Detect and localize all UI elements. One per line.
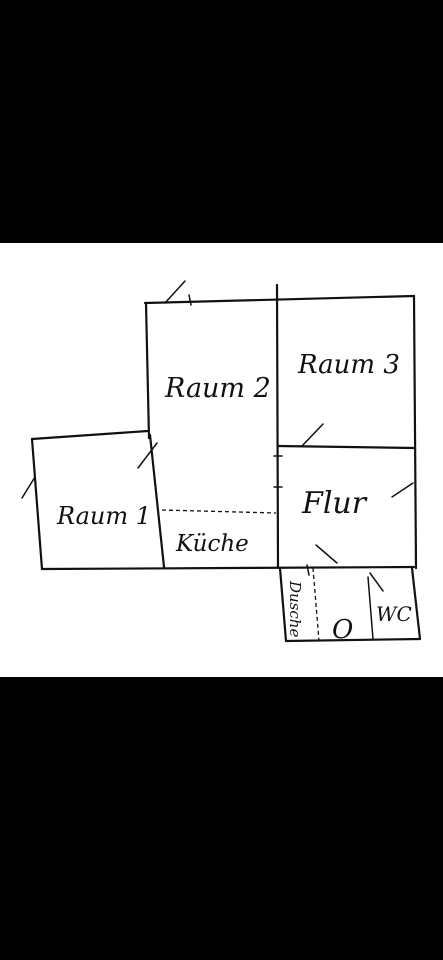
bath-bottom-wall — [284, 637, 422, 643]
tick-dusche — [306, 564, 310, 576]
dusche-divider — [312, 567, 320, 642]
label-raum3: Raum 3 — [297, 350, 400, 380]
bath-left-wall — [278, 566, 288, 643]
label-flur: Flur — [301, 486, 368, 521]
label-dusche: Dusche — [286, 580, 304, 637]
label-raum2: Raum 2 — [164, 373, 271, 404]
raum1-raum2-wall — [148, 433, 166, 569]
door-mark-left — [21, 476, 36, 499]
door-mark-right — [391, 482, 414, 498]
door-mark-raum3 — [301, 423, 324, 447]
floorplan-sheet: Raum 1 Raum 2 Raum 3 Flur Küche Dusche O… — [0, 243, 443, 677]
label-kueche: Küche — [175, 531, 249, 557]
top-wall — [143, 294, 416, 305]
label-wc: WC — [376, 602, 412, 626]
label-circle: O — [332, 615, 353, 645]
raum3-flur-wall — [276, 444, 416, 450]
tick-top — [188, 294, 192, 306]
top-black-bar — [0, 0, 443, 243]
raum2-left-wall — [144, 301, 151, 440]
door-mark-flur — [315, 544, 338, 564]
bottom-wall — [40, 565, 416, 571]
center-wall — [275, 283, 280, 570]
raum1-top-wall — [30, 429, 150, 441]
door-mark-top — [164, 280, 186, 304]
door-mark-raum1 — [137, 442, 158, 469]
floorplan-drawing: Raum 1 Raum 2 Raum 3 Flur Küche Dusche O… — [21, 280, 422, 645]
right-wall — [412, 294, 418, 570]
bath-right-wall — [410, 566, 422, 641]
label-raum1: Raum 1 — [56, 502, 151, 530]
kueche-divider — [161, 509, 277, 514]
wc-wall — [367, 576, 374, 640]
raum1-left-wall — [30, 437, 44, 571]
bottom-black-bar — [0, 677, 443, 960]
door-mark-wc — [369, 572, 384, 592]
